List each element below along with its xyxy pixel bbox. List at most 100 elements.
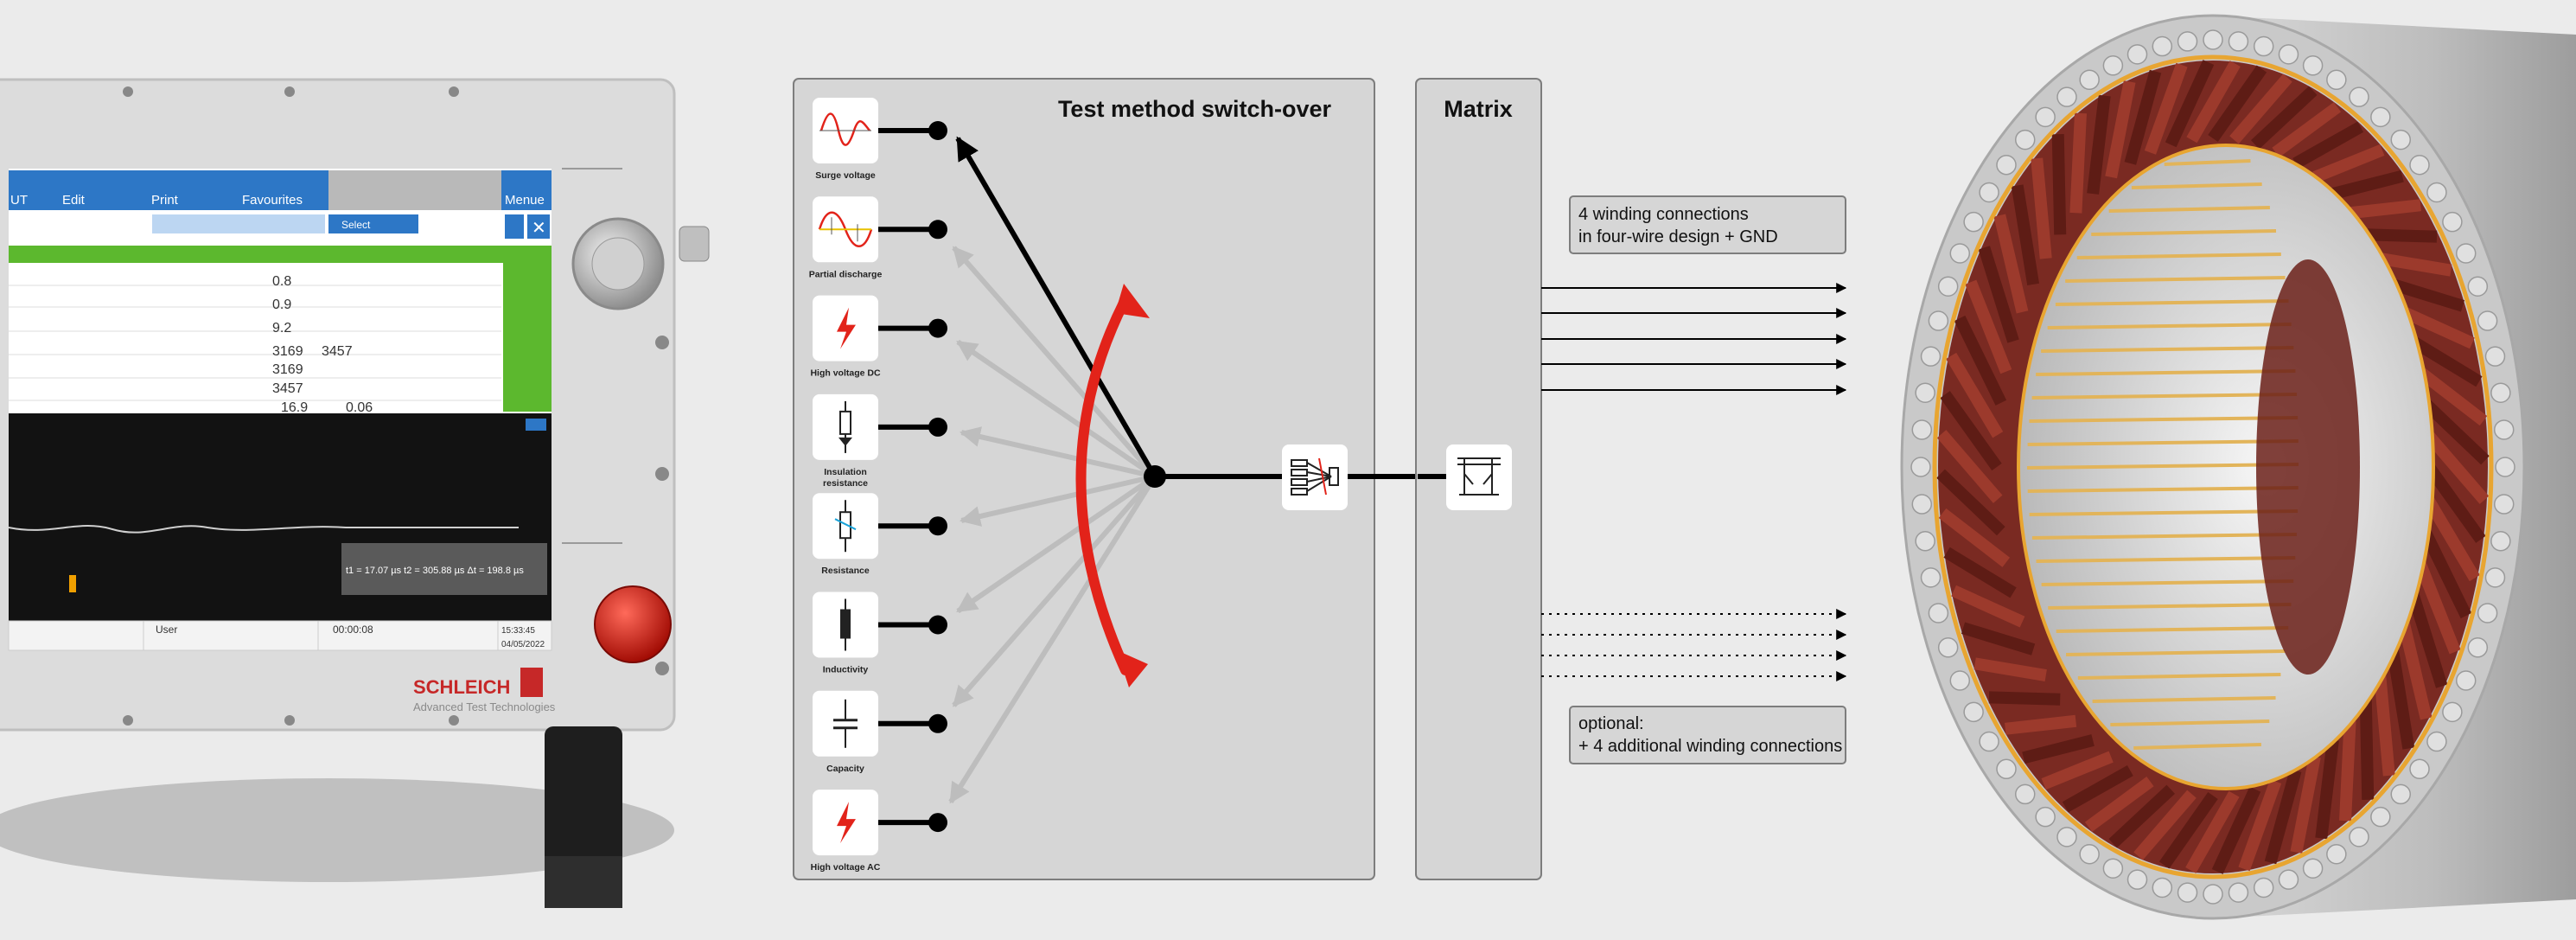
screen-more-button[interactable] bbox=[505, 214, 524, 239]
screen-select-button[interactable] bbox=[328, 214, 418, 233]
screen-result-summary: t1 = 17.07 µs t2 = 305.88 µs Δt = 198.8 … bbox=[346, 566, 524, 576]
winding-coils bbox=[1936, 60, 2490, 874]
method-label: Capacity bbox=[826, 764, 864, 774]
winding-coil bbox=[2359, 699, 2375, 800]
bore-far-windings bbox=[2256, 259, 2360, 675]
winding-coil bbox=[2290, 755, 2321, 854]
test-method-item[interactable]: Resistance bbox=[813, 493, 947, 576]
method-icon-tile bbox=[813, 690, 878, 757]
switch-over-arrowhead-bottom bbox=[1117, 650, 1148, 687]
winding-end-cap bbox=[2409, 154, 2430, 176]
winding-coil bbox=[2420, 398, 2490, 465]
stator-slot bbox=[2133, 743, 2261, 750]
close-icon: ✕ bbox=[532, 219, 546, 238]
inactive-connection-line bbox=[952, 475, 1157, 707]
insulation-resistance-icon bbox=[838, 400, 852, 453]
table-value: 3169 bbox=[272, 344, 303, 359]
winding-end-cap bbox=[2203, 884, 2223, 905]
winding-end-cap bbox=[2477, 603, 2498, 623]
winding-end-cap bbox=[2056, 86, 2077, 107]
winding-end-cap bbox=[2349, 827, 2369, 847]
test-method-item[interactable]: Capacity bbox=[813, 690, 947, 774]
test-method-item[interactable]: High voltage AC bbox=[811, 790, 947, 873]
test-device: UT Edit Print Favourites Menue Select ✕ … bbox=[0, 78, 710, 908]
winding-coil bbox=[2422, 496, 2480, 582]
winding-coil bbox=[2108, 784, 2176, 848]
test-method-item[interactable]: Partial discharge bbox=[809, 196, 947, 279]
winding-end-cap bbox=[1937, 637, 1959, 658]
winding-coil bbox=[2105, 80, 2136, 179]
test-method-item[interactable]: Inductivity bbox=[813, 591, 947, 675]
key-switch[interactable] bbox=[679, 226, 710, 262]
toolbar-item-menue[interactable]: Menue bbox=[505, 193, 545, 208]
method-label: High voltage AC bbox=[811, 862, 881, 873]
table-value: 16.9 bbox=[281, 400, 308, 415]
matrix-title: Matrix bbox=[1444, 96, 1513, 122]
winding-end-cap bbox=[1949, 670, 1971, 691]
winding-end-cap bbox=[2056, 827, 2077, 847]
method-label: Resistance bbox=[821, 566, 870, 576]
winding-coil bbox=[2185, 790, 2240, 873]
winding-coil bbox=[2087, 94, 2111, 195]
winding-end-cap bbox=[2253, 35, 2274, 57]
test-method-item[interactable]: High voltage DC bbox=[810, 295, 947, 379]
winding-coil bbox=[2084, 777, 2154, 832]
winding-end-cap bbox=[1928, 603, 1949, 623]
table-value: 3169 bbox=[272, 362, 303, 377]
inactive-connection-line bbox=[952, 246, 1157, 478]
winding-coil bbox=[1978, 246, 2019, 343]
winding-coil bbox=[2229, 74, 2292, 144]
winding-coil bbox=[2424, 463, 2486, 543]
screen-input-bar[interactable] bbox=[152, 214, 325, 233]
table-value: 0.06 bbox=[346, 400, 373, 415]
toolbar-item-ut[interactable]: UT bbox=[10, 193, 28, 208]
stator-slot bbox=[2077, 673, 2281, 680]
winding-coil bbox=[1946, 352, 2004, 438]
winding-end-cap bbox=[2426, 182, 2447, 203]
device-shadow bbox=[0, 778, 674, 882]
toolbar-item-print[interactable]: Print bbox=[151, 193, 179, 208]
inactive-connection-line bbox=[956, 474, 1157, 614]
method-terminal-dot bbox=[928, 813, 947, 833]
emergency-stop-button[interactable] bbox=[594, 585, 672, 663]
winding-coil bbox=[2208, 65, 2267, 143]
winding-coil bbox=[2409, 336, 2483, 387]
screen-toolbar-spacer bbox=[328, 170, 501, 210]
test-method-item[interactable]: Surge voltage bbox=[813, 98, 947, 181]
winding-coil bbox=[2069, 112, 2087, 214]
winding-end-cap bbox=[2035, 806, 2056, 828]
toolbar-item-favourites[interactable]: Favourites bbox=[242, 193, 303, 208]
winding-coil bbox=[2165, 60, 2215, 148]
stator-slot bbox=[2036, 556, 2296, 563]
winding-coil bbox=[2339, 720, 2356, 822]
logo-mark bbox=[520, 668, 543, 697]
screen-toolbar-menu bbox=[501, 170, 552, 210]
winding-end-cap bbox=[2079, 843, 2100, 865]
winding-coil bbox=[1965, 279, 2012, 374]
winding-coil bbox=[2211, 786, 2261, 874]
stator-slot bbox=[2041, 346, 2294, 353]
screen-waveform-button[interactable] bbox=[526, 419, 546, 431]
toolbar-item-edit[interactable]: Edit bbox=[62, 193, 86, 208]
stator-slot bbox=[2076, 253, 2281, 259]
stator-slot bbox=[2026, 463, 2299, 470]
switch-over-arrow bbox=[1075, 297, 1131, 675]
winding-end-cap bbox=[2228, 31, 2249, 52]
winding-coil bbox=[2419, 528, 2472, 619]
winding-end-cap bbox=[2484, 346, 2506, 367]
method-label: Inductivity bbox=[823, 665, 869, 675]
screen-result-box bbox=[341, 543, 547, 595]
winding-coil bbox=[2386, 648, 2415, 750]
winding-end-cap bbox=[2326, 69, 2347, 91]
winding-end-cap bbox=[1910, 457, 1931, 477]
winding-coil bbox=[2022, 734, 2095, 764]
winding-coil bbox=[1988, 691, 2061, 706]
stator-slots bbox=[2026, 159, 2299, 750]
winding-end-cap bbox=[1996, 154, 2017, 176]
screen-close-button[interactable] bbox=[527, 214, 550, 239]
table-value: 3457 bbox=[272, 381, 303, 396]
method-terminal-dot bbox=[928, 318, 947, 338]
status-clock: 15:33:45 bbox=[501, 626, 535, 636]
winding-end-cap bbox=[2126, 44, 2148, 65]
